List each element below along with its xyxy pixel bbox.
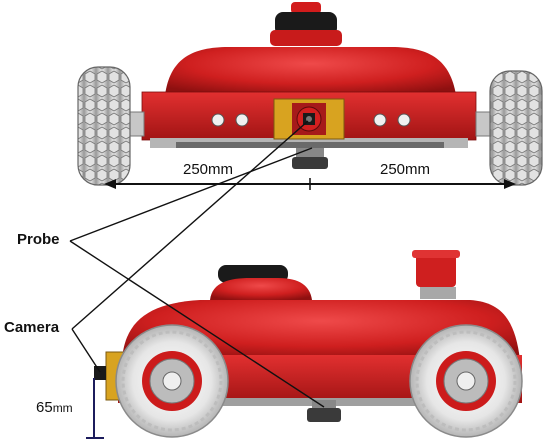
camera-leader-top — [71, 120, 309, 330]
front-left-wheel — [77, 66, 131, 186]
side-probe-sensor-icon — [307, 400, 341, 422]
camera-leader-bottom — [71, 328, 101, 373]
robot-front-view — [77, 2, 543, 186]
camera-module-icon — [273, 98, 345, 140]
probe-leader-bottom — [69, 240, 325, 408]
front-right-wheel — [489, 70, 543, 186]
front-screw-holes — [211, 113, 411, 127]
leader-lines — [69, 120, 325, 408]
side-body-shell — [122, 300, 520, 360]
height-label: 65mm — [36, 399, 73, 417]
side-left-wheel — [115, 324, 229, 438]
probe-sensor-icon — [292, 148, 328, 169]
front-body-shell — [165, 47, 456, 95]
side-right-wheel — [409, 324, 523, 438]
width-label-left: 250mm — [183, 161, 234, 178]
height-unit: mm — [52, 401, 73, 415]
width-dimension-line — [104, 178, 516, 190]
width-label-right: 250mm — [380, 161, 431, 178]
camera-label: Camera — [4, 319, 60, 336]
probe-label: Probe — [17, 231, 60, 248]
probe-leader-top — [69, 147, 313, 242]
emergency-stop-button-icon-side — [412, 250, 460, 299]
robot-side-view — [94, 250, 523, 438]
height-dimension-line — [86, 378, 104, 439]
height-value: 65 — [36, 399, 53, 416]
emergency-stop-button-icon — [270, 2, 342, 46]
